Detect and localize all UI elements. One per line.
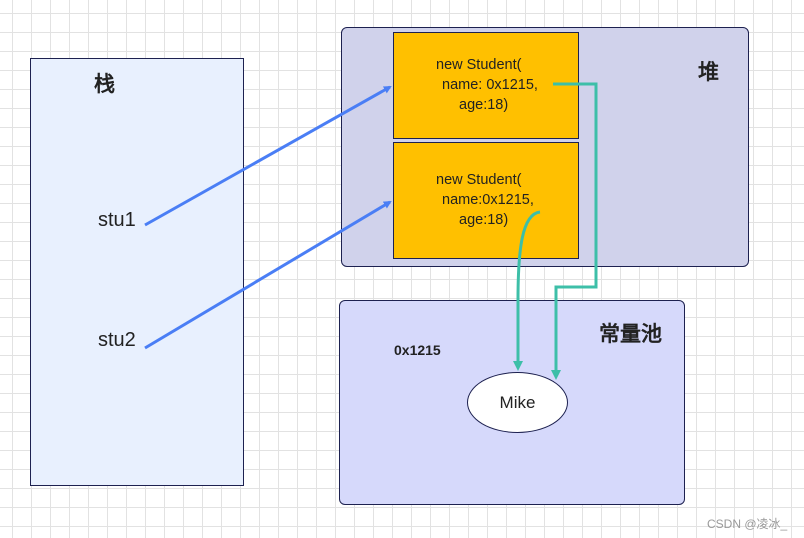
object-line: name: 0x1215,	[442, 77, 538, 93]
object-line: new Student(	[436, 57, 522, 73]
object-line: age:18)	[459, 212, 509, 228]
watermark: CSDN @凌冰_	[707, 517, 788, 531]
stu1-reference-arrow	[144, 85, 392, 227]
heap-title: 堆	[698, 61, 719, 84]
constant-pool-title: 常量池	[599, 323, 662, 346]
stack-title: 栈	[94, 73, 115, 96]
object-line: age:18)	[459, 97, 509, 113]
object-line: new Student(	[436, 172, 522, 188]
name1-string-arrow	[551, 82, 598, 380]
string-address: 0x1215	[394, 342, 441, 358]
stack-region	[30, 58, 244, 486]
object-line: name:0x1215,	[442, 192, 534, 208]
name2-string-arrow	[513, 210, 541, 371]
student-object-2: new Student( name:0x1215, age:18)	[393, 142, 579, 259]
stack-var-stu2: stu2	[98, 329, 136, 351]
stack-var-stu1: stu1	[98, 209, 136, 231]
student-object-1: new Student( name: 0x1215, age:18)	[393, 32, 579, 139]
string-literal-mike: Mike	[467, 372, 568, 433]
stu2-reference-arrow	[144, 200, 392, 350]
